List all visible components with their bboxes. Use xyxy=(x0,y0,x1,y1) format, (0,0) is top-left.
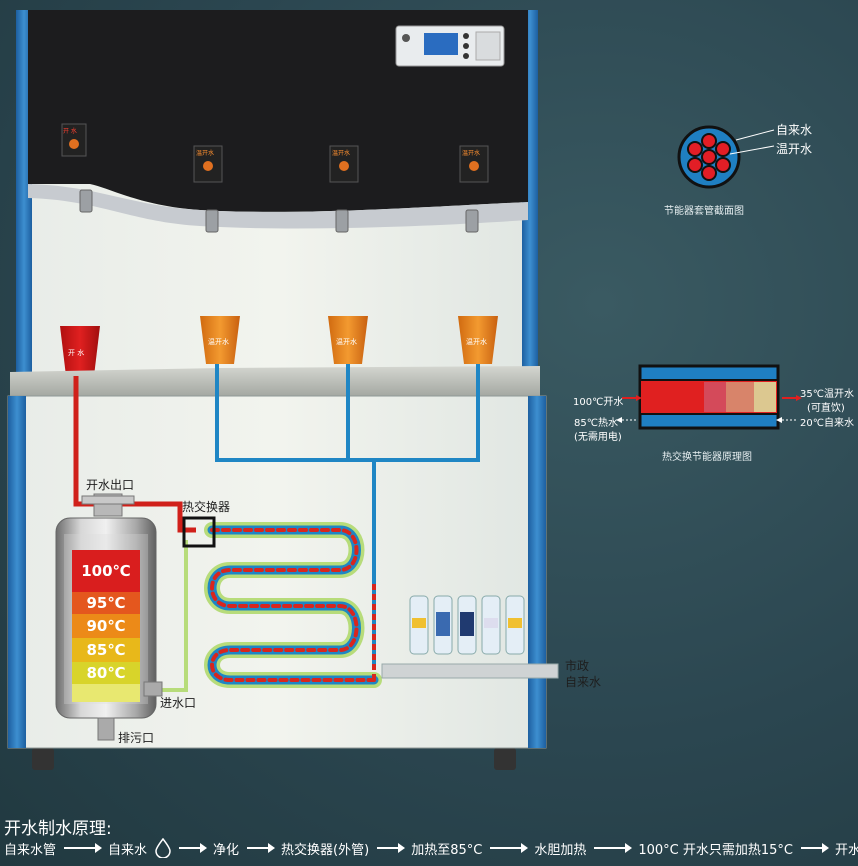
municipal-pipe xyxy=(381,663,559,679)
arrow-icon xyxy=(247,843,276,853)
cup-warm-3 xyxy=(458,316,498,364)
step-7: 100°C 开水只需加热15°C xyxy=(638,842,793,858)
label-municipal: 市政 xyxy=(565,659,590,673)
faucet-warm-2 xyxy=(335,209,349,233)
faucet-warm-3 xyxy=(465,209,479,233)
tank-temperature-bands: 100℃ 95℃ 90℃ 85℃ 80℃ xyxy=(72,550,140,702)
faucet-boiling xyxy=(79,189,93,213)
heat-exchanger-hot-pipe xyxy=(210,528,376,682)
top-trim xyxy=(28,184,528,229)
arrow-icon xyxy=(490,843,529,853)
cup-label-warm-3: 温开水 xyxy=(466,338,487,346)
exchanger-principle-graphic xyxy=(616,364,802,430)
arrow-icon xyxy=(179,843,208,853)
principle-flow: 自来水管 自来水 净化 热交换器(外管) 加热至85°C 水胆加热 100°C … xyxy=(4,838,858,858)
step-4: 热交换器(外管) xyxy=(281,842,370,858)
step-1: 自来水管 xyxy=(4,842,57,858)
tap-sticker-label-warm-2: 温开水 xyxy=(332,150,351,157)
label-drain-outlet: 排污口 xyxy=(118,731,155,745)
cup-label-boiling: 开 水 xyxy=(68,349,85,357)
exchanger-label-drinkable: (可直饮) xyxy=(807,403,845,414)
principle-title: 开水制水原理: xyxy=(4,819,112,839)
step-6: 水胆加热 xyxy=(534,842,587,858)
filter-cartridges xyxy=(409,595,525,655)
step-5: 加热至85°C xyxy=(411,842,483,858)
label-tap-water: 自来水 xyxy=(565,675,602,689)
drip-ledge xyxy=(10,366,540,400)
tap-sticker-label-boiling: 开 水 xyxy=(63,128,77,135)
step-8: 开水出水 xyxy=(835,842,858,858)
tap-sticker-label-warm-3: 温开水 xyxy=(462,150,481,157)
exchanger-caption: 热交换节能器原理图 xyxy=(662,452,752,463)
cup-label-warm-2: 温开水 xyxy=(336,338,357,346)
cross-section-caption: 节能器套管截面图 xyxy=(664,206,744,217)
temp-band-95: 95℃ xyxy=(72,592,140,614)
caster-left xyxy=(32,748,54,770)
arrow-icon xyxy=(801,843,829,853)
arrow-icon xyxy=(64,843,103,853)
step-3: 净化 xyxy=(213,842,240,858)
cup-boiling xyxy=(60,326,100,376)
exchanger-label-tap-20: 20℃自来水 xyxy=(800,418,854,429)
cup-warm-1 xyxy=(200,316,240,364)
cup-warm-2 xyxy=(328,316,368,364)
temp-band-100: 100℃ xyxy=(72,550,140,592)
caster-right xyxy=(494,748,516,770)
exchanger-label-warm-35: 35℃温开水 xyxy=(800,389,854,400)
temp-band-85: 85℃ xyxy=(72,638,140,662)
cross-section-graphic xyxy=(677,125,741,189)
cross-section-leaders xyxy=(729,129,775,155)
water-drop-icon xyxy=(155,838,171,858)
label-water-inlet: 进水口 xyxy=(160,696,197,710)
label-heat-exchanger: 热交换器 xyxy=(182,500,231,514)
temp-band-90: 90℃ xyxy=(72,614,140,638)
exchanger-label-hot-85: 85℃热水 xyxy=(574,418,618,429)
faucet-warm-1 xyxy=(205,209,219,233)
arrow-icon xyxy=(594,843,633,853)
exchanger-label-boiling: 100℃开水 xyxy=(573,397,624,408)
temp-band-80: 80℃ xyxy=(72,662,140,684)
cup-label-warm-1: 温开水 xyxy=(208,338,229,346)
arrow-icon xyxy=(377,843,406,853)
label-boiling-outlet: 开水出口 xyxy=(86,478,135,492)
cross-section-label-warm: 温开水 xyxy=(776,142,813,156)
exchanger-label-no-power: (无需用电) xyxy=(574,432,622,443)
cross-section-label-tap: 自来水 xyxy=(776,123,813,137)
heat-exchanger-box xyxy=(182,516,216,548)
step-2: 自来水 xyxy=(108,842,148,858)
tap-sticker-label-warm-1: 温开水 xyxy=(196,150,215,157)
lcd-display xyxy=(424,33,458,55)
